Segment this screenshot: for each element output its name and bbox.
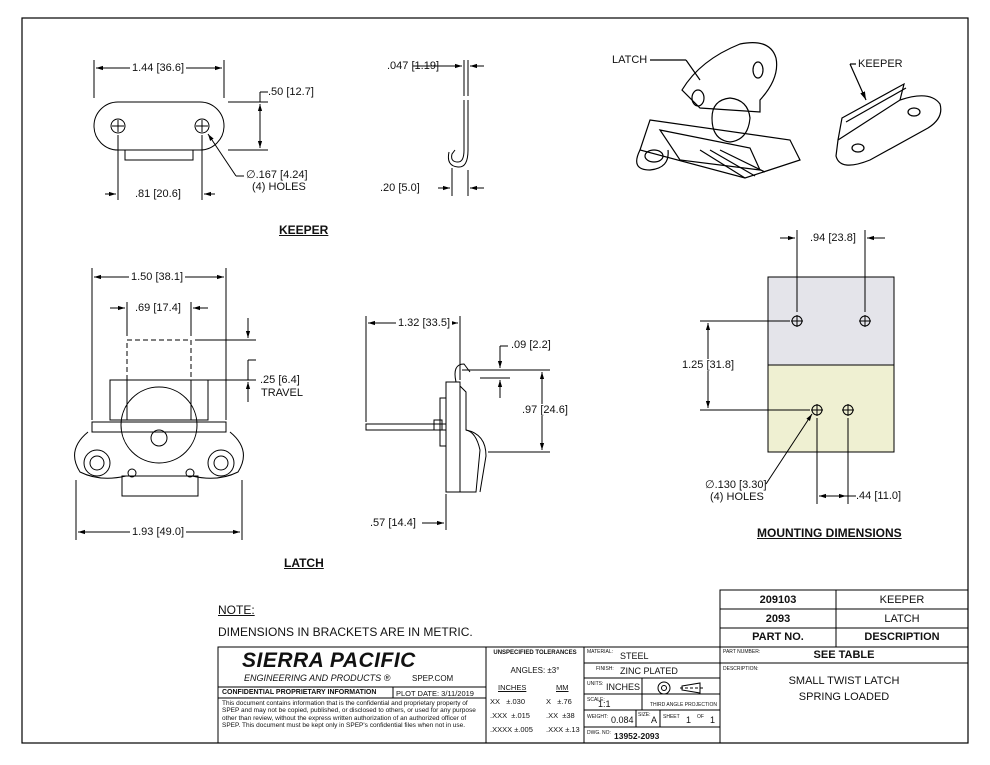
- keeper-thickness-dim: .047 [1.19]: [387, 60, 440, 72]
- keeper-hole-spacing-dim: .81 [20.6]: [135, 188, 181, 200]
- dwg-number: 13952-2093: [614, 731, 660, 741]
- latch-overall-dim: 1.93 [49.0]: [130, 526, 187, 538]
- part-row-2-part: 2093: [765, 613, 791, 625]
- latch-side-depth-dim: 1.32 [33.5]: [396, 317, 453, 329]
- sheet-label: SHEET: [663, 714, 680, 720]
- tol-inch-row-1: XX ±.030: [490, 697, 525, 706]
- note-text: DIMENSIONS IN BRACKETS ARE IN METRIC.: [218, 625, 473, 639]
- mount-height-dim: 1.25 [31.8]: [680, 359, 737, 371]
- scale-label: SCALE:: [587, 697, 605, 703]
- description-line-1: SMALL TWIST LATCH: [788, 675, 900, 687]
- parts-col-desc: DESCRIPTION: [864, 631, 940, 643]
- latch-width-dim: 1.50 [38.1]: [129, 271, 186, 283]
- latch-travel-dim: .25 [6.4]: [260, 374, 300, 386]
- mount-top-spacing-dim: .94 [23.8]: [808, 232, 858, 244]
- company-name: SIERRA PACIFIC: [242, 649, 416, 672]
- description-line-2: SPRING LOADED: [798, 691, 890, 703]
- confidential-text: This document contains information that …: [222, 700, 476, 730]
- units-label: UNITS:: [587, 681, 604, 687]
- part-number-value: SEE TABLE: [813, 649, 875, 661]
- plot-date: PLOT DATE: 3/11/2019: [396, 689, 474, 698]
- latch-inner-dim: .69 [17.4]: [135, 302, 181, 314]
- mounting-view: [700, 230, 895, 504]
- latch-side-offset-dim: .09 [2.2]: [511, 339, 551, 351]
- company-sub: ENGINEERING AND PRODUCTS ®: [244, 673, 391, 683]
- size-value: A: [651, 715, 658, 725]
- sheet-total-value: 1: [710, 715, 716, 725]
- iso-latch-label: LATCH: [612, 54, 648, 66]
- tol-inches-label: INCHES: [498, 683, 527, 692]
- sheet-of-label: OF: [697, 714, 704, 720]
- material-label: MATERIAL:: [587, 649, 614, 655]
- latch-travel-label: TRAVEL: [261, 387, 303, 399]
- keeper-height-dim: .50 [12.7]: [268, 86, 314, 98]
- latch-side-height-dim: .97 [24.6]: [520, 404, 570, 416]
- latch-side-view: [365, 316, 550, 530]
- tol-mm-row-1: X ±.76: [546, 697, 572, 706]
- weight-label: WEIGHT:: [587, 714, 608, 720]
- parts-col-part: PART NO.: [752, 631, 804, 643]
- keeper-width-dim: 1.44 [36.6]: [130, 62, 187, 74]
- mount-bottom-area: [767, 364, 895, 453]
- keeper-view-title: KEEPER: [279, 223, 329, 237]
- size-label: SIZE:: [638, 712, 651, 718]
- title-block-grid: [217, 646, 969, 744]
- latch-iso-view: [636, 42, 801, 179]
- tolerances-angles: ANGLES: ±3°: [510, 666, 560, 675]
- latch-view-title: LATCH: [284, 556, 324, 570]
- material-value: STEEL: [620, 651, 649, 661]
- tol-inch-row-2: .XXX ±.015: [490, 711, 530, 720]
- keeper-iso-view: [835, 63, 942, 166]
- sheet-value: 1: [686, 715, 692, 725]
- note-heading: NOTE:: [218, 603, 255, 617]
- weight-value: 0.084: [611, 715, 634, 725]
- dwg-label: DWG. NO:: [587, 730, 611, 736]
- keeper-hole-dia-dim: ∅.167 [4.24]: [246, 169, 308, 181]
- finish-label: FINISH:: [596, 666, 614, 672]
- latch-side-base-dim: .57 [14.4]: [370, 517, 416, 529]
- scale-value: 1:1: [598, 699, 611, 709]
- mounting-view-title: MOUNTING DIMENSIONS: [757, 526, 902, 540]
- confidential-label: CONFIDENTIAL PROPRIETARY INFORMATION: [222, 689, 377, 696]
- tol-mm-row-2: .XX ±38: [546, 711, 575, 720]
- keeper-top-view: [93, 60, 268, 200]
- description-label: DESCRIPTION:: [723, 666, 759, 672]
- units-value: INCHES: [606, 682, 641, 692]
- mount-holes-note: (4) HOLES: [710, 491, 764, 503]
- tol-inch-row-3: .XXXX ±.005: [490, 725, 533, 734]
- part-number-label: PART NUMBER:: [723, 649, 761, 655]
- keeper-side-view: [413, 60, 484, 196]
- tol-mm-label: MM: [556, 683, 569, 692]
- iso-keeper-label: KEEPER: [858, 58, 903, 70]
- tolerances-label: UNSPECIFIED TOLERANCES: [493, 650, 577, 656]
- part-row-2-desc: LATCH: [884, 613, 920, 625]
- keeper-hook-dim: .20 [5.0]: [380, 182, 420, 194]
- finish-value: ZINC PLATED: [620, 666, 678, 676]
- projection-label: THIRD ANGLE PROJECTION: [650, 702, 717, 708]
- tol-mm-row-3: .XXX ±.13: [546, 725, 580, 734]
- keeper-holes-note: (4) HOLES: [252, 181, 306, 193]
- part-row-1-desc: KEEPER: [879, 594, 925, 606]
- mount-bottom-spacing-dim: .44 [11.0]: [856, 490, 902, 502]
- part-row-1-part: 209103: [759, 594, 797, 606]
- mount-hole-dia-dim: ∅.130 [3.30]: [705, 479, 767, 491]
- company-website: SPEP.COM: [412, 674, 454, 683]
